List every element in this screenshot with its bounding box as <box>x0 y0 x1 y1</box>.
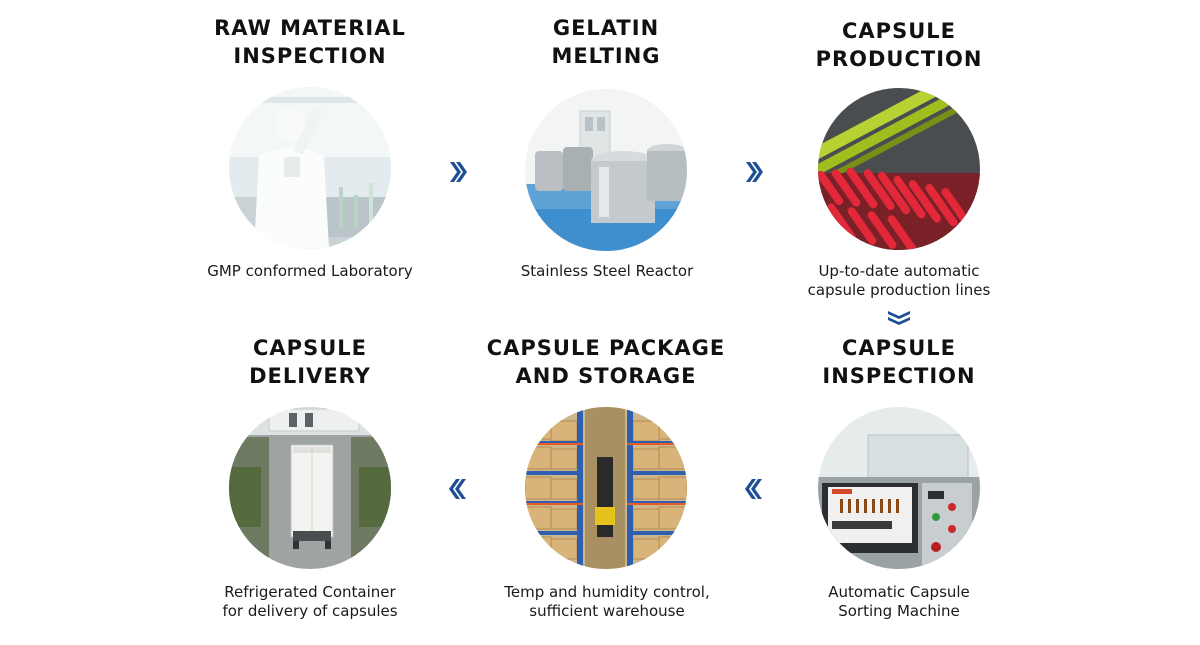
double-chevron-right-icon <box>449 161 467 183</box>
step-caption: Temp and humidity control, sufficient wa… <box>504 583 710 620</box>
reactor-photo <box>525 89 687 251</box>
step-capsule-production: CAPSULE PRODUCTION <box>769 17 1029 73</box>
laboratory-photo <box>229 87 391 249</box>
step-capsule-delivery: CAPSULE DELIVERY <box>180 334 440 390</box>
double-chevron-left-icon <box>449 478 467 500</box>
step-capsule-inspection: CAPSULE INSPECTION <box>769 334 1029 390</box>
step-caption: Up-to-date automatic capsule production … <box>807 262 991 299</box>
truck-photo <box>229 407 391 569</box>
production-line-photo <box>818 88 980 250</box>
double-chevron-right-icon <box>745 161 763 183</box>
sorting-machine-photo <box>818 407 980 569</box>
step-title: RAW MATERIAL INSPECTION <box>214 16 406 68</box>
step-caption: Automatic Capsule Sorting Machine <box>828 583 970 620</box>
warehouse-photo <box>525 407 687 569</box>
step-title: GELATIN MELTING <box>551 16 661 68</box>
double-chevron-down-icon <box>887 310 911 326</box>
step-title: CAPSULE PACKAGE AND STORAGE <box>486 336 726 388</box>
step-caption: Refrigerated Container for delivery of c… <box>222 583 398 620</box>
step-caption: Stainless Steel Reactor <box>520 262 694 280</box>
step-raw-material-inspection: RAW MATERIAL INSPECTION <box>180 14 440 70</box>
step-gelatin-melting: GELATIN MELTING <box>476 14 736 70</box>
step-title: CAPSULE INSPECTION <box>822 336 976 388</box>
double-chevron-left-icon <box>745 478 763 500</box>
step-capsule-package-and-storage: CAPSULE PACKAGE AND STORAGE <box>476 334 736 390</box>
step-caption: GMP conformed Laboratory <box>207 262 413 280</box>
step-title: CAPSULE DELIVERY <box>249 336 371 388</box>
step-title: CAPSULE PRODUCTION <box>815 19 983 71</box>
